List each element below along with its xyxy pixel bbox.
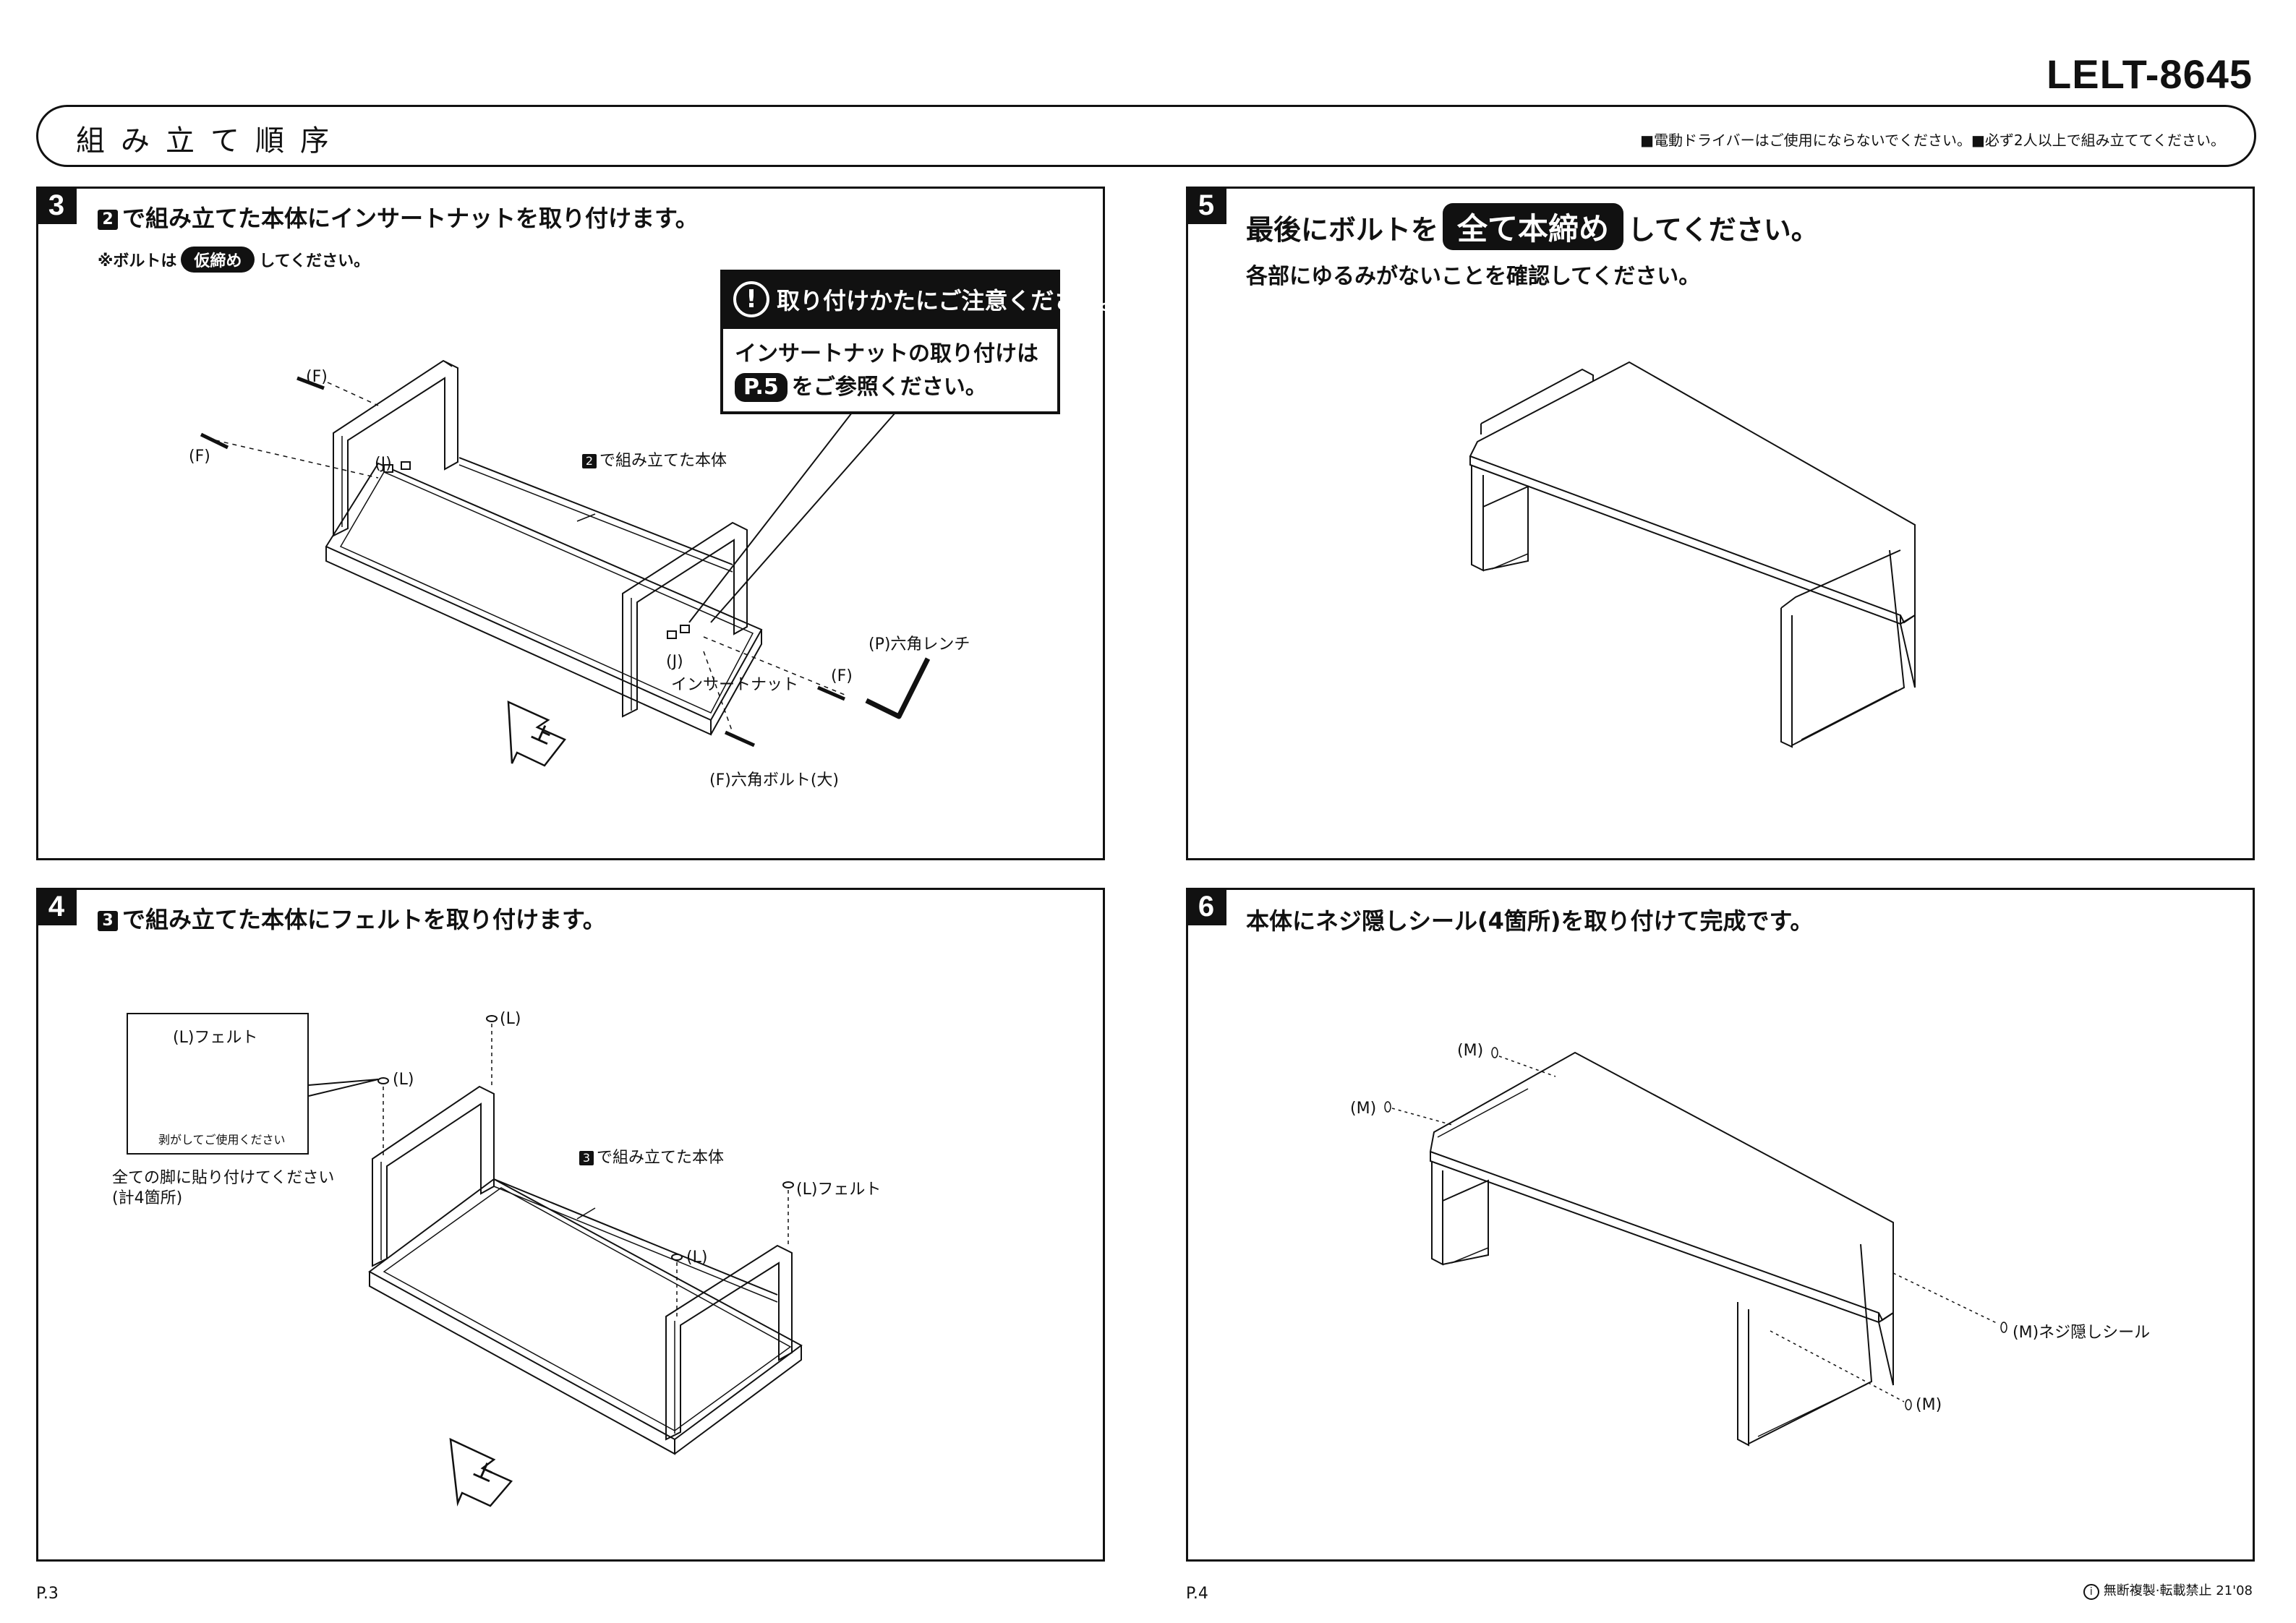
label-l1: (L) (393, 1071, 414, 1089)
felt-sample-box: (L)フェルト 剥がしてご使用ください (127, 1013, 309, 1155)
step3-note-suffix: してください。 (259, 252, 370, 270)
body-label-text: で組み立てた本体 (599, 452, 727, 470)
caution-line1: インサートナットの取り付けは (735, 341, 1038, 367)
step6-number: 6 (1186, 888, 1226, 925)
copyright: i 無断複製·転載禁止 21'08 (2083, 1580, 2253, 1600)
label-f2: (F) (189, 447, 210, 466)
label-j1: (J) (375, 455, 392, 473)
felt-note-line2: (計4箇所) (112, 1189, 183, 1207)
felt-pad-icon (378, 1016, 793, 1260)
step4-title-text: で組み立てた本体にフェルトを取り付けます。 (122, 906, 606, 933)
step6-title: 本体にネジ隠しシール(4箇所)を取り付けて完成です。 (1246, 907, 1814, 935)
label-j2: (J) (666, 653, 683, 671)
step3-number: 3 (36, 187, 77, 224)
step3-note: ※ボルトは仮締めしてください。 (98, 247, 370, 273)
caution-line2: をご参照ください。 (791, 374, 987, 400)
step5-number: 5 (1186, 187, 1226, 224)
bolt-icon (201, 378, 845, 745)
step3-title-ref: 2 (98, 210, 118, 230)
step6-panel: 6 本体にネジ隠しシール(4箇所)を取り付けて完成です。 (M) (M) (M)… (1186, 888, 2255, 1562)
felt-box-label: (L)フェルト (173, 1029, 258, 1047)
body-ref-badge: 2 (582, 454, 597, 468)
felt-box-caption: 剥がしてご使用ください (158, 1133, 286, 1147)
copyright-text: 無断複製·転載禁止 21'08 (2103, 1583, 2253, 1598)
model-number: LELT-8645 (2047, 51, 2253, 97)
step4-diagram (38, 890, 1107, 1564)
label-m3: (M)ネジ隠しシール (2013, 1324, 2151, 1342)
up-arrow-icon (451, 1439, 511, 1506)
label-f3: (F) (831, 667, 853, 685)
hex-wrench-icon (866, 659, 928, 716)
step4-title-ref: 3 (98, 911, 118, 931)
insert-nut-icon (384, 462, 689, 638)
felt-note-line1: 全ての脚に貼り付けてください (112, 1169, 335, 1187)
step4-number: 4 (36, 888, 77, 925)
screw-cover-seal-icon (1385, 1048, 2007, 1410)
header-warning-note: ■電動ドライバーはご使用にならないでください。■必ず2人以上で組み立ててください… (1640, 132, 2225, 149)
step5-title-prefix: 最後にボルトを (1246, 214, 1439, 246)
step5-title-pill: 全て本締め (1443, 203, 1624, 250)
label-f1: (F) (306, 368, 328, 386)
step3-title-text: で組み立てた本体にインサートナットを取り付けます。 (122, 205, 699, 232)
step5-panel: 5 最後にボルトを全て本締めしてください。 各部にゆるみがないことを確認してくだ… (1186, 187, 2255, 860)
label-m4: (M) (1916, 1396, 1942, 1414)
caution-page-ref: P.5 (735, 373, 788, 402)
label-wrench: (P)六角レンチ (869, 635, 970, 654)
warning-icon: ! (733, 281, 769, 317)
label-m1: (M) (1457, 1042, 1484, 1060)
page-number-right: P.4 (1186, 1585, 1208, 1603)
body-label-text: で組み立てた本体 (597, 1149, 725, 1167)
label-l2: (L) (500, 1010, 521, 1028)
step3-note-pill: 仮締め (181, 247, 255, 273)
step5-table-illustration (1188, 189, 2257, 862)
page-title: 組み立て順序 (76, 124, 345, 158)
step3-note-prefix: ※ボルトは (98, 252, 177, 270)
caution-title: 取り付けかたにご注意ください。 (777, 287, 1124, 314)
step6-table-illustration (1188, 890, 2257, 1564)
step5-sub: 各部にゆるみがないことを確認してください。 (1246, 264, 1701, 289)
step3-diagram (38, 189, 1107, 862)
up-arrow-icon (508, 702, 565, 766)
page-number-left: P.3 (36, 1585, 59, 1603)
header-bar: 組み立て順序 ■電動ドライバーはご使用にならないでください。■必ず2人以上で組み… (36, 105, 2256, 167)
caution-header: ! 取り付けかたにご注意ください。 (723, 273, 1123, 329)
body-ref-badge: 3 (579, 1151, 594, 1165)
step5-title: 最後にボルトを全て本締めしてください。 (1246, 203, 1819, 250)
label-insert-nut: インサートナット (671, 676, 799, 694)
label-m2: (M) (1350, 1100, 1377, 1118)
step5-title-suffix: してください。 (1628, 214, 1819, 246)
label-l3: (L)フェルト (796, 1181, 882, 1199)
label-bolt: (F)六角ボルト(大) (709, 771, 839, 789)
info-icon: i (2083, 1584, 2099, 1600)
label-l4: (L) (686, 1249, 708, 1267)
